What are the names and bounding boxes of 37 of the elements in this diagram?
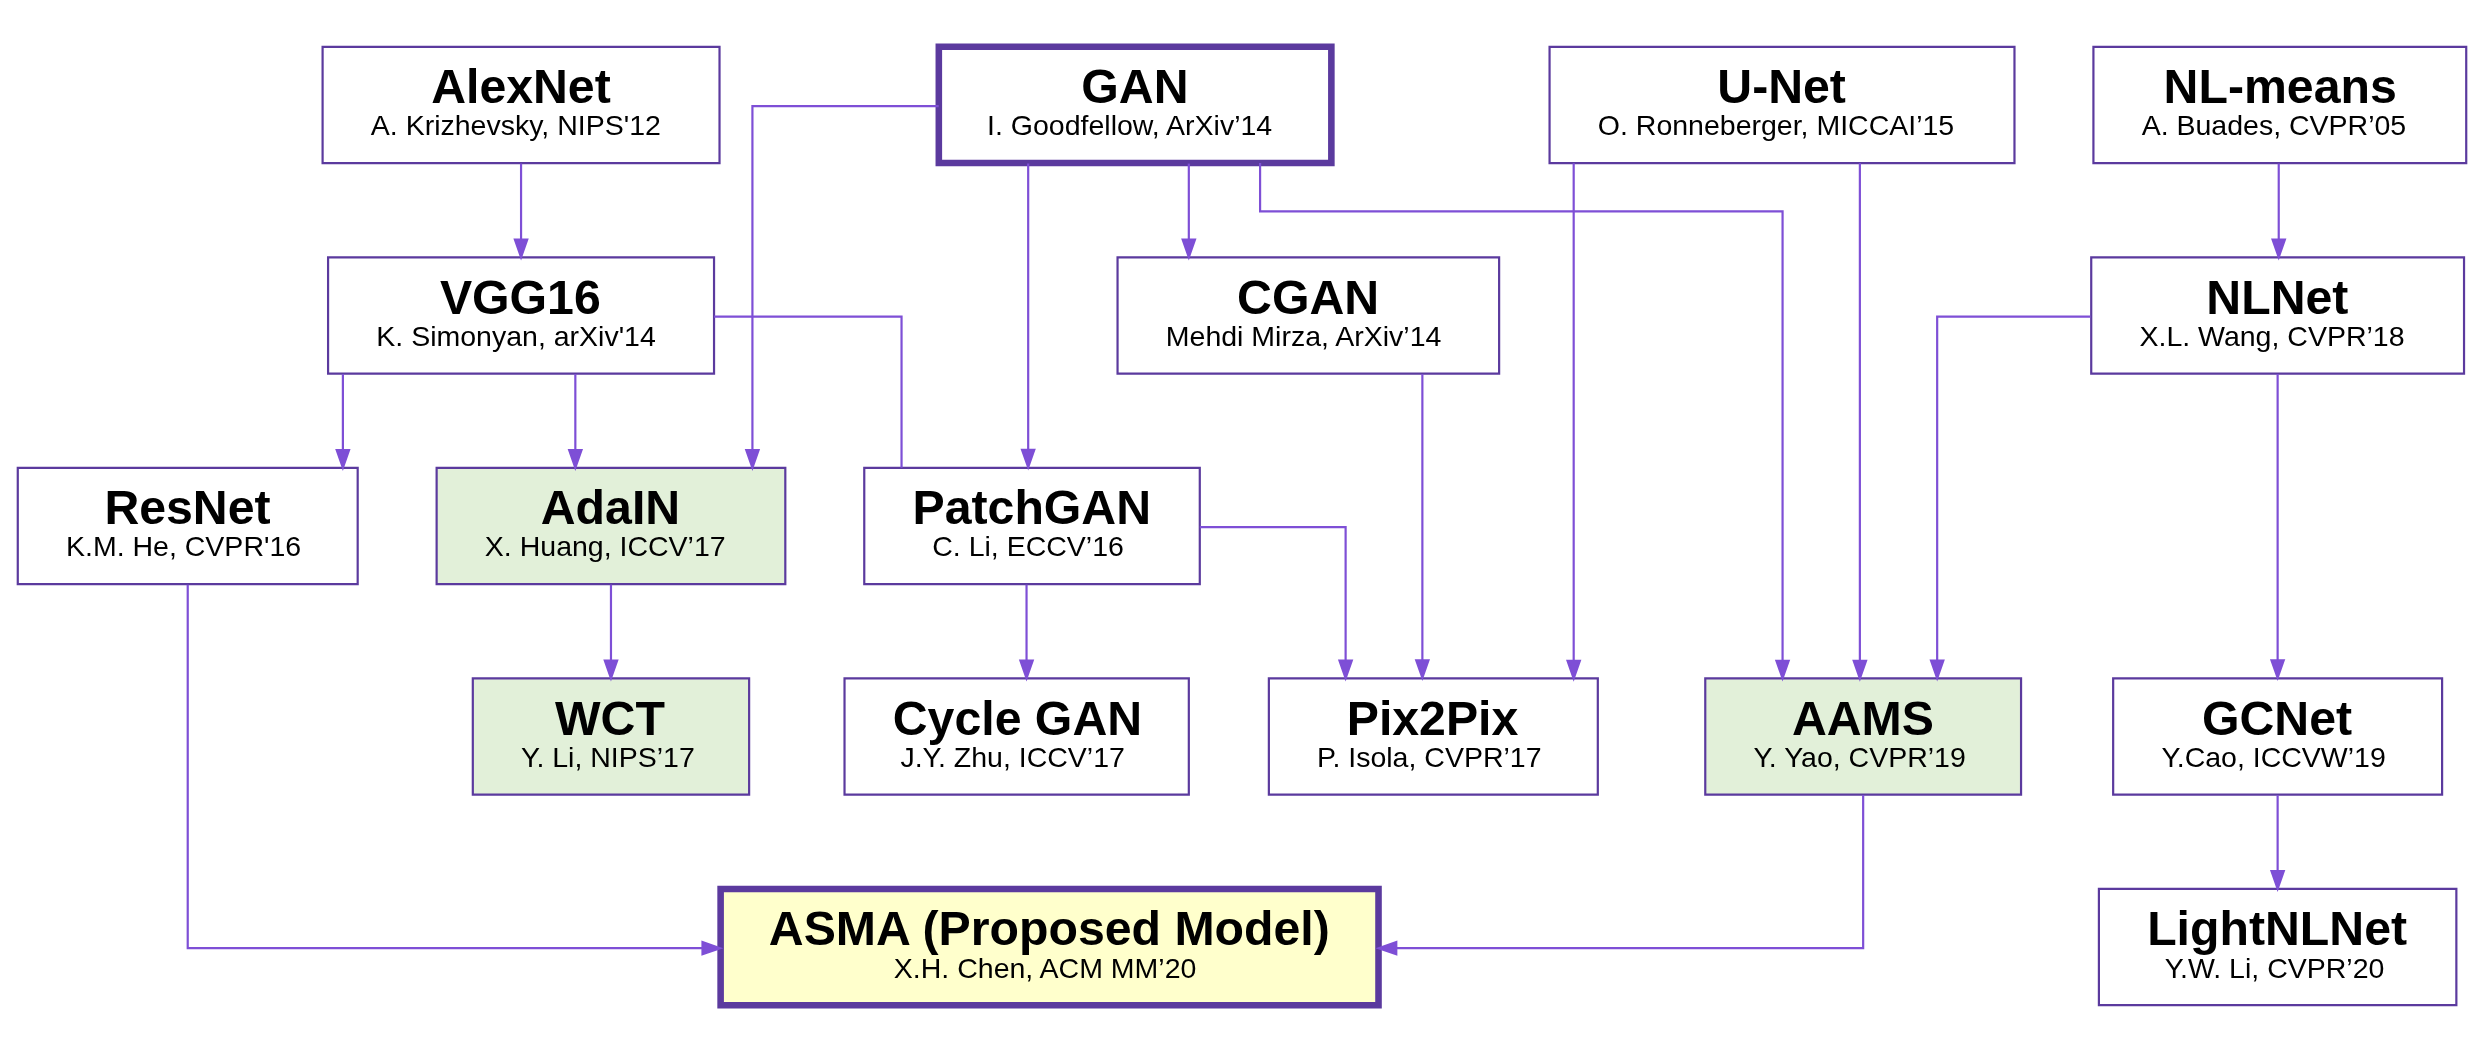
arrow (567, 373, 583, 471)
node-box: NLNet X.L. Wang, CVPR’18 (2089, 255, 2465, 375)
node-box: GAN I. Goodfellow, ArXiv’14 (935, 43, 1335, 166)
arrow (1851, 162, 1868, 682)
node-box: CGAN Mehdi Mirza, ArXiv’14 (1115, 255, 1500, 375)
arrow (2269, 794, 2285, 892)
arrow (512, 163, 529, 260)
arrow (602, 584, 619, 681)
node-box: NL-means A. Buades, CVPR’05 (2091, 45, 2467, 164)
node-box: AlexNet A. Krizhevsky, NIPS'12 (321, 45, 721, 164)
node-box: Cycle GAN J.Y. Zhu, ICCV’17 (842, 676, 1190, 796)
arrow (1565, 162, 1581, 682)
arrow (2269, 373, 2285, 681)
arrow (1180, 163, 1196, 260)
node-box: VGG16 K. Simonyan, arXiv'14 (326, 255, 715, 375)
node-box: GCNet Y.Cao, ICCVW’19 (2111, 676, 2443, 796)
node-box: Pix2Pix P. Isola, CVPR’17 (1267, 676, 1599, 796)
arrow (1020, 163, 1036, 471)
node-box: U-Net O. Ronneberger, MICCAI’15 (1547, 45, 2016, 164)
arrow (744, 104, 939, 471)
arrow (1018, 584, 1034, 681)
arrow (334, 373, 351, 471)
node-box: WCT Y. Li, NIPS’17 (471, 676, 750, 796)
arrow (1374, 794, 1864, 956)
node-box: ResNet K.M. He, CVPR'16 (16, 466, 359, 585)
node-box: ASMA (Proposed Model) X.H. Chen, ACM MM’20 (716, 885, 1382, 1008)
node-box: AdaIN X. Huang, ICCV’17 (435, 466, 786, 585)
node-box: AAMS Y. Yao, CVPR’19 (1703, 676, 2022, 796)
arrow (1929, 314, 2090, 681)
node-box: LightNLNet Y.W. Li, CVPR’20 (2097, 887, 2457, 1006)
arrow (1258, 162, 1790, 682)
arrow (186, 584, 723, 956)
node-box: PatchGAN C. Li, ECCV’16 (862, 466, 1201, 585)
arrow (1199, 525, 1353, 681)
arrow (2270, 163, 2286, 260)
connector (713, 314, 903, 468)
arrow (1414, 373, 1430, 681)
